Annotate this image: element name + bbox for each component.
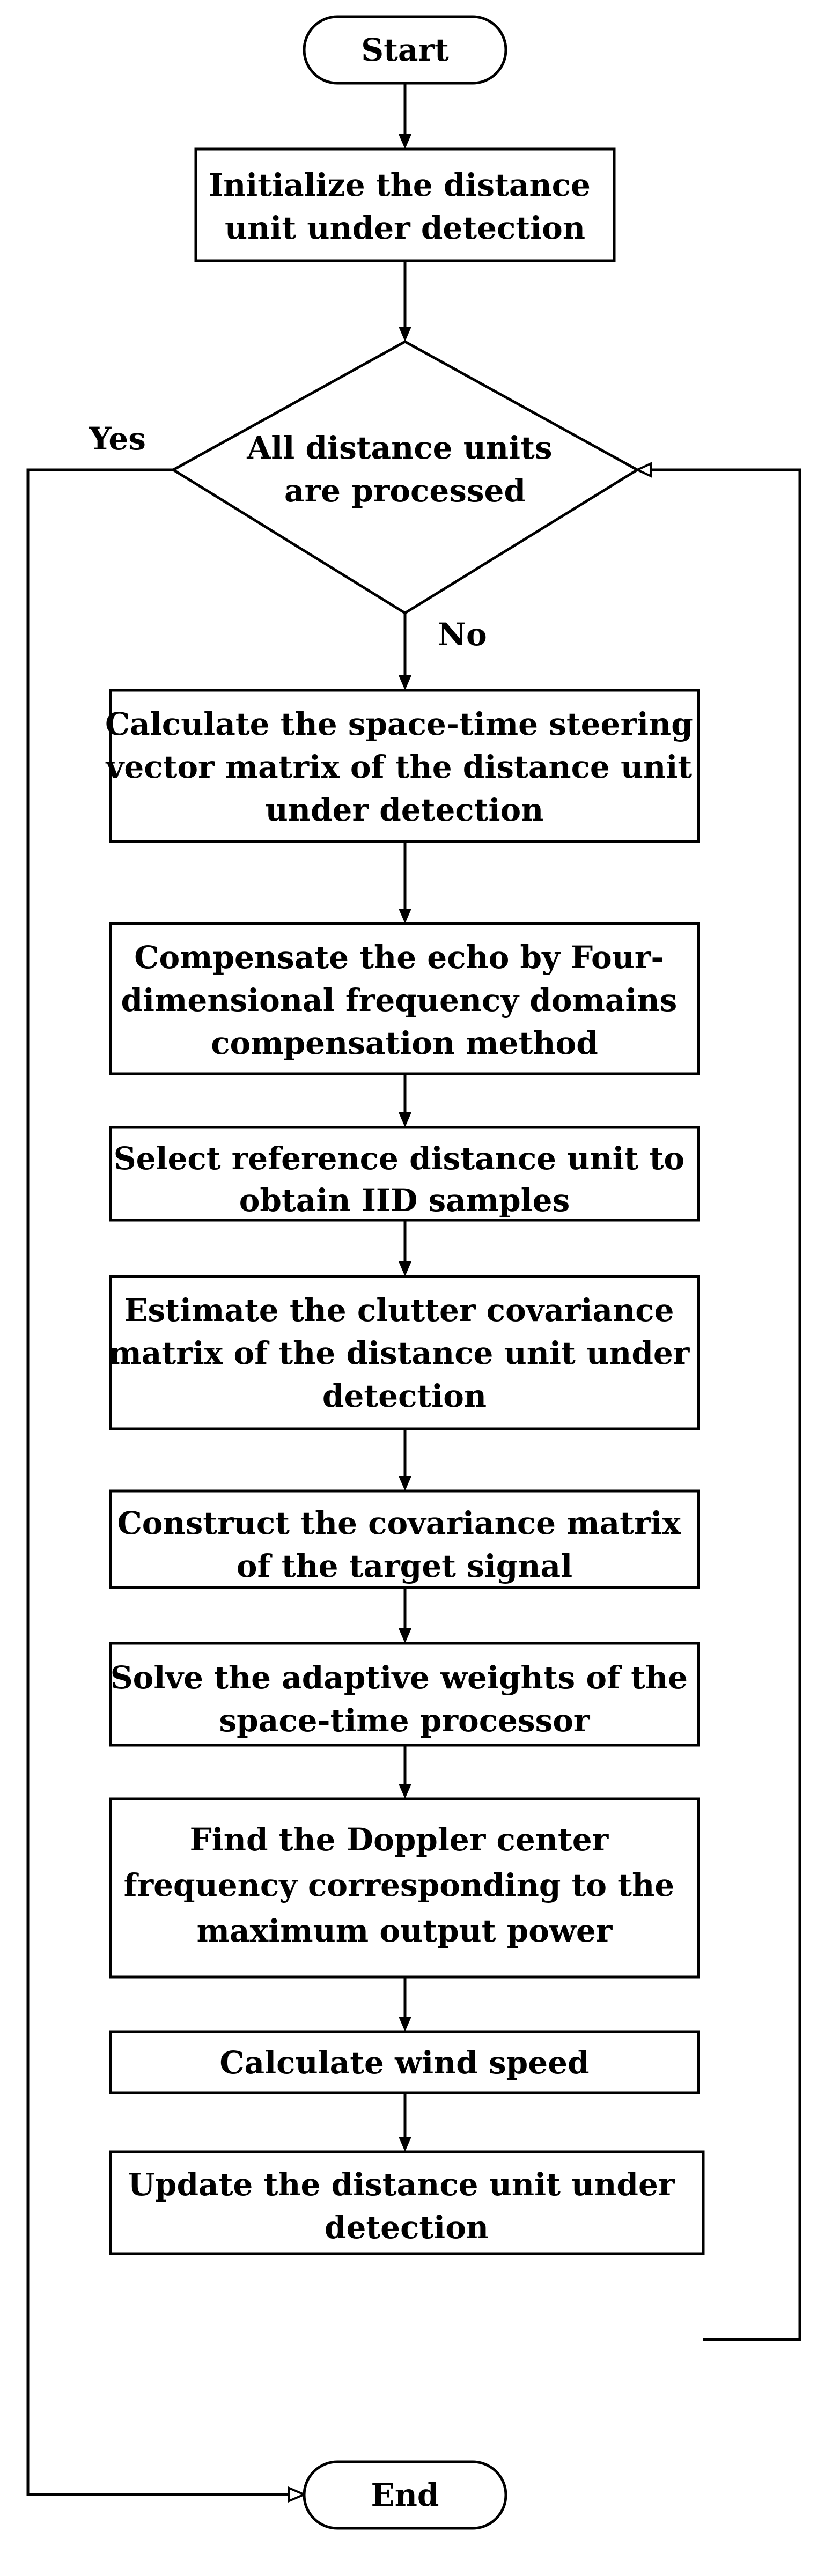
step-doppler-center: Find the Doppler center frequency corres… xyxy=(109,1797,700,1979)
arrowhead xyxy=(399,1476,411,1491)
step-wind-speed: Calculate wind speed xyxy=(109,2030,700,2094)
svg-text:Construct the covariance matri: Construct the covariance matrix of the t… xyxy=(117,1505,692,1584)
end-label: End xyxy=(371,2477,439,2513)
start-node: Start xyxy=(303,15,507,85)
svg-text:Estimate the clutter covarianc: Estimate the clutter covariance matrix o… xyxy=(108,1292,700,1414)
svg-text:Calculate the space-time steer: Calculate the space-time steering vector… xyxy=(105,706,704,828)
arrowhead-open xyxy=(288,2486,307,2503)
step-construct-covariance: Construct the covariance matrix of the t… xyxy=(109,1489,700,1589)
init-label: Initialize the distance unit under detec… xyxy=(209,167,601,246)
svg-text:Update the distance unit under: Update the distance unit under detection xyxy=(128,2166,685,2246)
step-update-unit: Update the distance unit under detection xyxy=(109,2150,705,2255)
decision-node: All distance units are processed xyxy=(171,340,640,615)
edge-decision-end-yes xyxy=(26,468,292,2496)
svg-text:Compensate the echo by Four-: Compensate the echo by Four- dimensional… xyxy=(121,939,688,1061)
arrowhead xyxy=(399,134,411,149)
init-node: Initialize the distance unit under detec… xyxy=(194,147,616,262)
step-echo-compensation: Compensate the echo by Four- dimensional… xyxy=(109,922,700,1075)
start-label: Start xyxy=(361,32,449,68)
arrowhead xyxy=(399,2137,411,2152)
svg-text:Select reference distance unit: Select reference distance unit to obtain… xyxy=(114,1140,696,1219)
arrowhead xyxy=(399,675,411,690)
arrowhead xyxy=(399,2017,411,2032)
end-node: End xyxy=(303,2460,507,2530)
svg-text:Solve the adaptive weights of: Solve the adaptive weights of the space-… xyxy=(111,1659,698,1739)
arrowhead xyxy=(399,909,411,924)
step-steering-vector: Calculate the space-time steering vector… xyxy=(105,689,704,843)
yes-label: Yes xyxy=(89,420,146,457)
step-estimate-clutter: Estimate the clutter covariance matrix o… xyxy=(108,1275,700,1430)
arrowhead xyxy=(399,327,411,342)
arrowhead-open xyxy=(635,461,652,478)
edge-update-loop xyxy=(650,468,801,2341)
arrowhead xyxy=(399,1112,411,1127)
svg-text:Calculate wind speed: Calculate wind speed xyxy=(219,2044,589,2081)
decision-label: All distance units are processed xyxy=(246,430,563,509)
connectors xyxy=(26,83,801,2503)
svg-text:Find the Doppler center: Find the Doppler center frequency corres… xyxy=(124,1821,686,1949)
arrowhead xyxy=(399,1261,411,1276)
step-select-reference: Select reference distance unit to obtain… xyxy=(109,1126,700,1222)
step-adaptive-weights: Solve the adaptive weights of the space-… xyxy=(109,1642,700,1747)
no-label: No xyxy=(438,616,487,653)
arrowhead xyxy=(399,1784,411,1799)
arrowhead xyxy=(399,1628,411,1643)
